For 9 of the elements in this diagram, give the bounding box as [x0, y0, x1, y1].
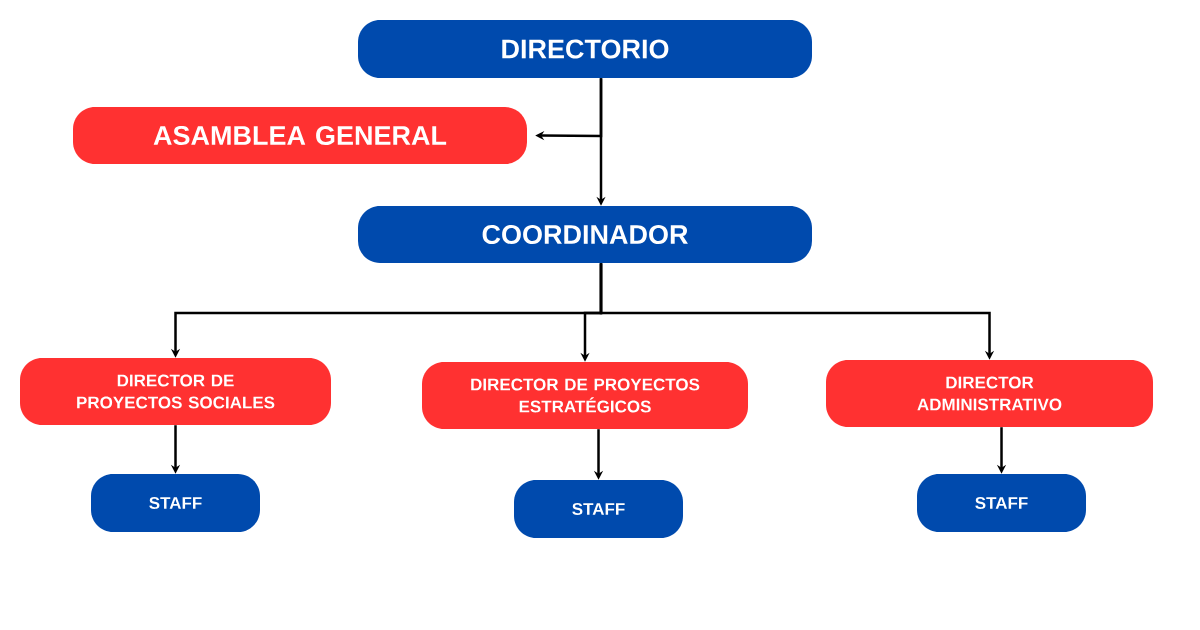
org-box: STAFF: [917, 474, 1086, 532]
org-box: DIRECTOR DE PROYECTOS SOCIALES: [20, 358, 331, 425]
org-box: DIRECTOR ADMINISTRATIVO: [826, 360, 1153, 427]
org-box: COORDINADOR: [358, 206, 812, 263]
org-box: DIRECTOR DE PROYECTOS ESTRATÉGICOS: [422, 362, 748, 429]
org-box: ASAMBLEA GENERAL: [73, 107, 527, 164]
org-box: STAFF: [514, 480, 683, 538]
org-box: DIRECTORIO: [358, 20, 812, 78]
org-box: STAFF: [91, 474, 260, 532]
